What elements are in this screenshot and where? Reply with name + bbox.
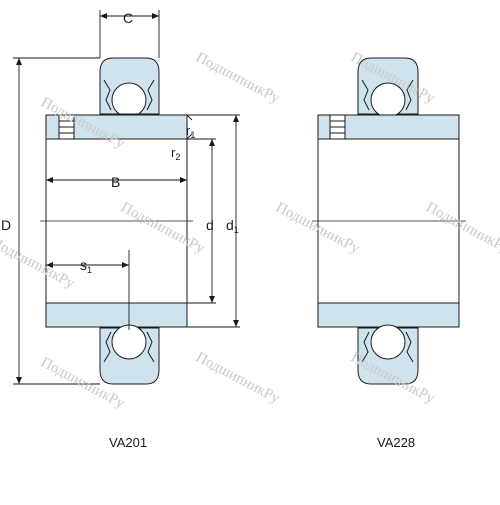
label-r1-base: r — [186, 123, 191, 138]
label-d: d — [206, 217, 214, 233]
label-r2-base: r — [171, 145, 176, 160]
label-B: B — [111, 174, 120, 190]
label-d1-base: d — [226, 217, 234, 233]
top-seal-right — [146, 79, 155, 111]
label-r2-sub: 2 — [175, 152, 180, 162]
label-d1: d1 — [226, 217, 239, 235]
label-r1: r1 — [186, 123, 195, 140]
bottom-ball — [111, 324, 147, 360]
dimensions — [13, 10, 240, 385]
label-r2: r2 — [171, 145, 180, 162]
chamfer-r2 — [186, 133, 193, 140]
label-r1-sub: 1 — [190, 130, 195, 140]
right-inner-ring-bottom-band — [317, 302, 460, 328]
bearing-va228 — [312, 57, 466, 385]
label-C: C — [123, 10, 133, 26]
right-bottom-ball — [370, 324, 406, 360]
caption-va228: VA228 — [377, 435, 415, 450]
top-ball — [111, 82, 147, 118]
watermark: ПодшипникРу — [193, 49, 282, 107]
chamfer-r1 — [186, 114, 193, 121]
label-D: D — [1, 217, 11, 233]
bottom-seal-right — [146, 331, 155, 363]
inner-ring-bottom-band — [45, 302, 188, 328]
watermark: ПодшипникРу — [193, 349, 282, 407]
caption-va201: VA201 — [109, 435, 147, 450]
top-seal-left — [103, 79, 112, 111]
label-s1: s1 — [80, 257, 92, 275]
bearing-va201 — [40, 57, 193, 385]
bottom-seal-left — [103, 331, 112, 363]
label-s1-base: s — [80, 257, 87, 273]
label-d1-sub: 1 — [234, 225, 239, 235]
label-s1-sub: 1 — [87, 265, 92, 275]
